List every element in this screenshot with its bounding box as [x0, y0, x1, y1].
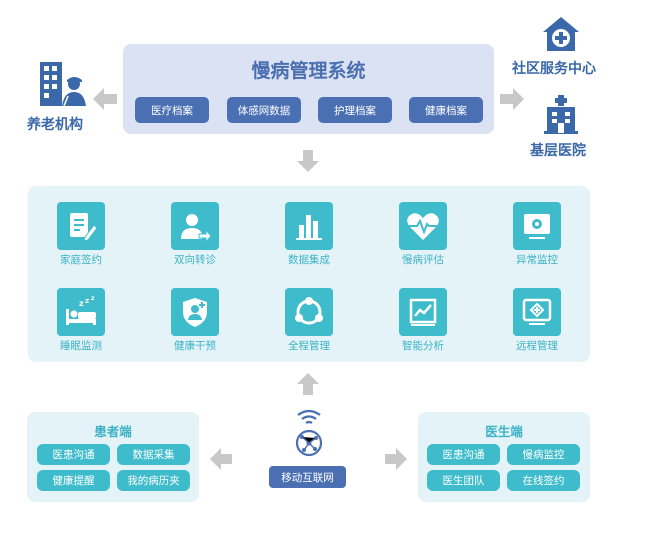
patient-panel-title: 患者端	[94, 424, 132, 439]
arrow-right-icon	[385, 448, 407, 470]
mobile-internet-label: 移动互联网	[269, 466, 346, 488]
patient-item-communication[interactable]: 医患沟通	[37, 444, 110, 465]
primary-hospital-label: 基层医院	[530, 143, 586, 159]
doctor-item-communication[interactable]: 医患沟通	[427, 444, 500, 465]
wifi-globe-icon	[295, 409, 323, 457]
feature-label-data-integration: 数据集成	[288, 254, 330, 266]
feature-label-family-contract: 家庭签约	[60, 254, 102, 266]
arrow-left-icon	[93, 88, 117, 110]
analysis-chart-icon[interactable]	[399, 288, 447, 336]
sleep-bed-icon[interactable]: z z z	[57, 288, 105, 336]
arrow-up-icon	[297, 373, 319, 395]
svg-text:z: z	[91, 295, 95, 302]
heart-pulse-icon[interactable]	[399, 202, 447, 250]
arrow-left-icon	[210, 448, 232, 470]
feature-label-remote-management: 远程管理	[516, 340, 558, 352]
arrow-down-icon	[297, 150, 319, 172]
svg-text:z: z	[79, 299, 84, 308]
cycle-nodes-icon[interactable]	[285, 288, 333, 336]
patient-item-my-records[interactable]: 我的病历夹	[117, 470, 190, 491]
arrow-right-icon	[500, 88, 524, 110]
shield-user-icon[interactable]	[171, 288, 219, 336]
patient-item-health-reminder[interactable]: 健康提醒	[37, 470, 110, 491]
feature-label-anomaly-monitor: 异常监控	[516, 254, 558, 266]
feature-label-chronic-assessment: 慢病评估	[402, 254, 444, 266]
doctor-item-online-contract[interactable]: 在线签约	[507, 470, 580, 491]
hospital-building-icon	[544, 95, 578, 134]
doctor-item-doctor-team[interactable]: 医生团队	[427, 470, 500, 491]
patient-item-data-collection[interactable]: 数据采集	[117, 444, 190, 465]
bar-chart-icon[interactable]	[285, 202, 333, 250]
feature-label-sleep-monitor: 睡眠监测	[60, 340, 102, 352]
svg-text:z: z	[85, 297, 89, 305]
remote-screen-icon[interactable]	[513, 288, 561, 336]
feature-label-referral: 双向转诊	[174, 254, 216, 266]
system-title: 慢病管理系统	[251, 60, 366, 82]
doctor-item-chronic-monitor[interactable]: 慢病监控	[507, 444, 580, 465]
system-button-medical-record[interactable]: 医疗档案	[135, 97, 209, 123]
monitor-icon[interactable]	[513, 202, 561, 250]
document-sign-icon[interactable]	[57, 202, 105, 250]
user-transfer-icon[interactable]	[171, 202, 219, 250]
system-button-nursing-record[interactable]: 护理档案	[318, 97, 392, 123]
feature-label-smart-analysis: 智能分析	[402, 340, 444, 352]
feature-label-health-intervention: 健康干预	[174, 340, 216, 352]
system-button-health-record[interactable]: 健康档案	[409, 97, 483, 123]
feature-label-full-management: 全程管理	[288, 340, 330, 352]
elderly-care-label: 养老机构	[27, 117, 83, 133]
doctor-panel-title: 医生端	[485, 424, 523, 439]
elderly-care-building-icon	[40, 62, 86, 107]
community-house-cross-icon	[543, 17, 579, 51]
community-center-label: 社区服务中心	[512, 61, 596, 77]
system-button-sensor-data[interactable]: 体感网数据	[227, 97, 301, 123]
